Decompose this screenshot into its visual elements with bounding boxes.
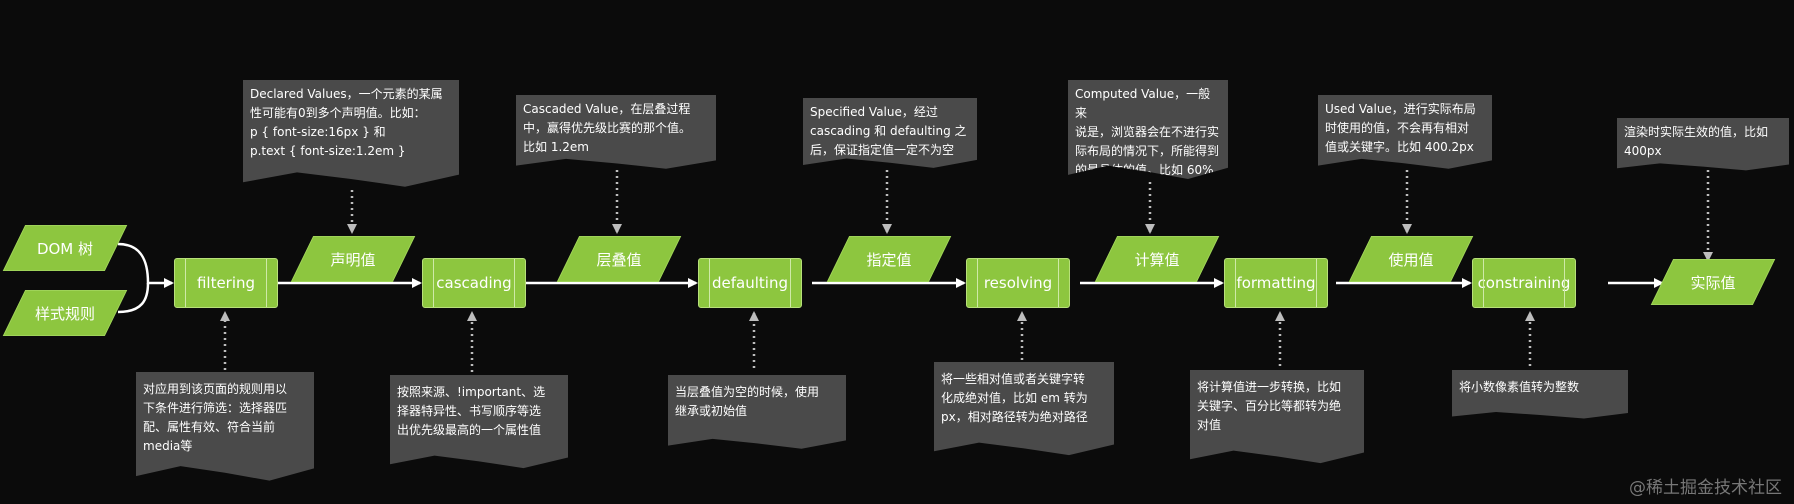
process-label: defaulting (712, 274, 788, 292)
value-label: 使用值 (1388, 250, 1434, 269)
note-line: 下条件进行筛选：选择器匹 (143, 401, 288, 415)
watermark: @稀土掘金技术社区 (1629, 478, 1782, 498)
value-specified: 指定值 (838, 236, 940, 282)
note-line: 继承或初始值 (675, 404, 748, 418)
note-line: 关键字、百分比等都转为绝 (1197, 399, 1342, 413)
value-label: 声明值 (330, 250, 376, 269)
note-line: 出优先级最高的一个属性值 (397, 423, 542, 437)
note-line: 化成绝对值，比如 em 转为 (941, 391, 1088, 405)
input-label: DOM 树 (36, 239, 94, 258)
value-cascaded: 层叠值 (568, 236, 670, 282)
input-connector-rules (117, 282, 150, 314)
note-line: 后，保证指定值一定不为空 (810, 143, 955, 157)
note-line: 择器特异性、书写顺序等选 (397, 404, 542, 418)
process-defaulting: defaulting (698, 258, 802, 308)
value-used: 使用值 (1360, 236, 1462, 282)
input-style-rules: 样式规则 (14, 290, 116, 336)
value-label: 计算值 (1134, 250, 1180, 269)
process-resolving: resolving (966, 258, 1070, 308)
note-line: 将计算值进一步转换，比如 (1197, 380, 1342, 394)
value-actual: 实际值 (1662, 259, 1764, 305)
note-line: Specified Value，经过 (810, 105, 938, 119)
note-defaulting: 当层叠值为空的时候，使用 继承或初始值 (668, 375, 846, 449)
value-label: 指定值 (866, 250, 912, 269)
process-label: cascading (436, 274, 512, 292)
note-formatting: 将计算值进一步转换，比如 关键字、百分比等都转为绝 对值 (1190, 370, 1364, 464)
note-line: 对值 (1197, 418, 1222, 432)
note-cascading: 按照来源、!important、选 择器特异性、书写顺序等选 出优先级最高的一个… (390, 375, 568, 469)
note-line: 比如 1.2em (523, 140, 589, 154)
note-line: 值或关键字。比如 400.2px (1325, 140, 1474, 154)
note-line: 对应用到该页面的规则用以 (143, 382, 288, 396)
process-formatting: formatting (1224, 258, 1328, 308)
value-declared: 声明值 (302, 236, 404, 282)
note-line: 说是，浏览器会在不进行实 (1075, 125, 1220, 139)
value-label: 层叠值 (596, 250, 642, 269)
note-line: 当层叠值为空的时候，使用 (675, 385, 820, 399)
note-line: Used Value，进行实际布局 (1325, 102, 1476, 116)
note-line: 400px (1624, 144, 1662, 158)
process-label: filtering (196, 274, 256, 292)
note-line: px，相对路径转为绝对路径 (941, 410, 1088, 424)
note-line: 将一些相对值或者关键字转 (941, 372, 1086, 386)
note-line: 渲染时实际生效的值，比如 (1624, 125, 1769, 139)
value-label: 实际值 (1690, 273, 1736, 292)
note-line: 性可能有0到多个声明值。比如： (250, 106, 426, 120)
note-resolving: 将一些相对值或者关键字转 化成绝对值，比如 em 转为 px，相对路径转为绝对路… (934, 362, 1114, 456)
note-cascaded-value: Cascaded Value，在层叠过程 中，赢得优先级比赛的那个值。 比如 1… (516, 95, 716, 169)
note-computed-value: Computed Value，一般来 说是，浏览器会在不进行实 际布局的情况下，… (1068, 80, 1228, 179)
note-specified-value: Specified Value，经过 cascading 和 defaultin… (803, 98, 977, 168)
note-line: 中，赢得优先级比赛的那个值。 (523, 121, 692, 135)
value-computed: 计算值 (1106, 236, 1208, 282)
process-label: constraining (1477, 274, 1571, 292)
note-line: 配、属性有效、符合当前 (143, 420, 276, 434)
note-line: 际布局的情况下，所能得到 (1075, 144, 1220, 158)
input-label: 样式规则 (34, 304, 95, 323)
note-declared-value: Declared Values，一个元素的某属 性可能有0到多个声明值。比如： … (243, 80, 459, 187)
note-line: media等 (143, 439, 193, 453)
note-line: 按照来源、!important、选 (397, 385, 546, 399)
note-used-value: Used Value，进行实际布局 时使用的值，不会再有相对 值或关键字。比如 … (1318, 95, 1492, 169)
input-dom-tree: DOM 树 (14, 225, 116, 271)
note-line: Cascaded Value，在层叠过程 (523, 102, 691, 116)
note-filtering: 对应用到该页面的规则用以 下条件进行筛选：选择器匹 配、属性有效、符合当前 me… (136, 372, 314, 481)
note-line: p { font-size:16px } 和 (250, 125, 386, 139)
process-label: resolving (983, 274, 1053, 292)
note-actual-value: 渲染时实际生效的值，比如 400px (1617, 118, 1789, 171)
note-line: Computed Value，一般来 (1075, 87, 1211, 120)
note-line: cascading 和 defaulting 之 (810, 124, 967, 138)
input-connector-dom (117, 242, 174, 288)
note-line: Declared Values，一个元素的某属 (250, 87, 443, 101)
note-line: 时使用的值，不会再有相对 (1325, 121, 1470, 135)
note-line: p.text { font-size:1.2em } (250, 144, 406, 158)
process-filtering: filtering (174, 258, 278, 308)
note-line: 将小数像素值转为整数 (1459, 380, 1580, 394)
process-constraining: constraining (1472, 258, 1576, 308)
process-label: formatting (1236, 274, 1316, 292)
note-constraining: 将小数像素值转为整数 (1452, 370, 1628, 419)
process-cascading: cascading (422, 258, 526, 308)
